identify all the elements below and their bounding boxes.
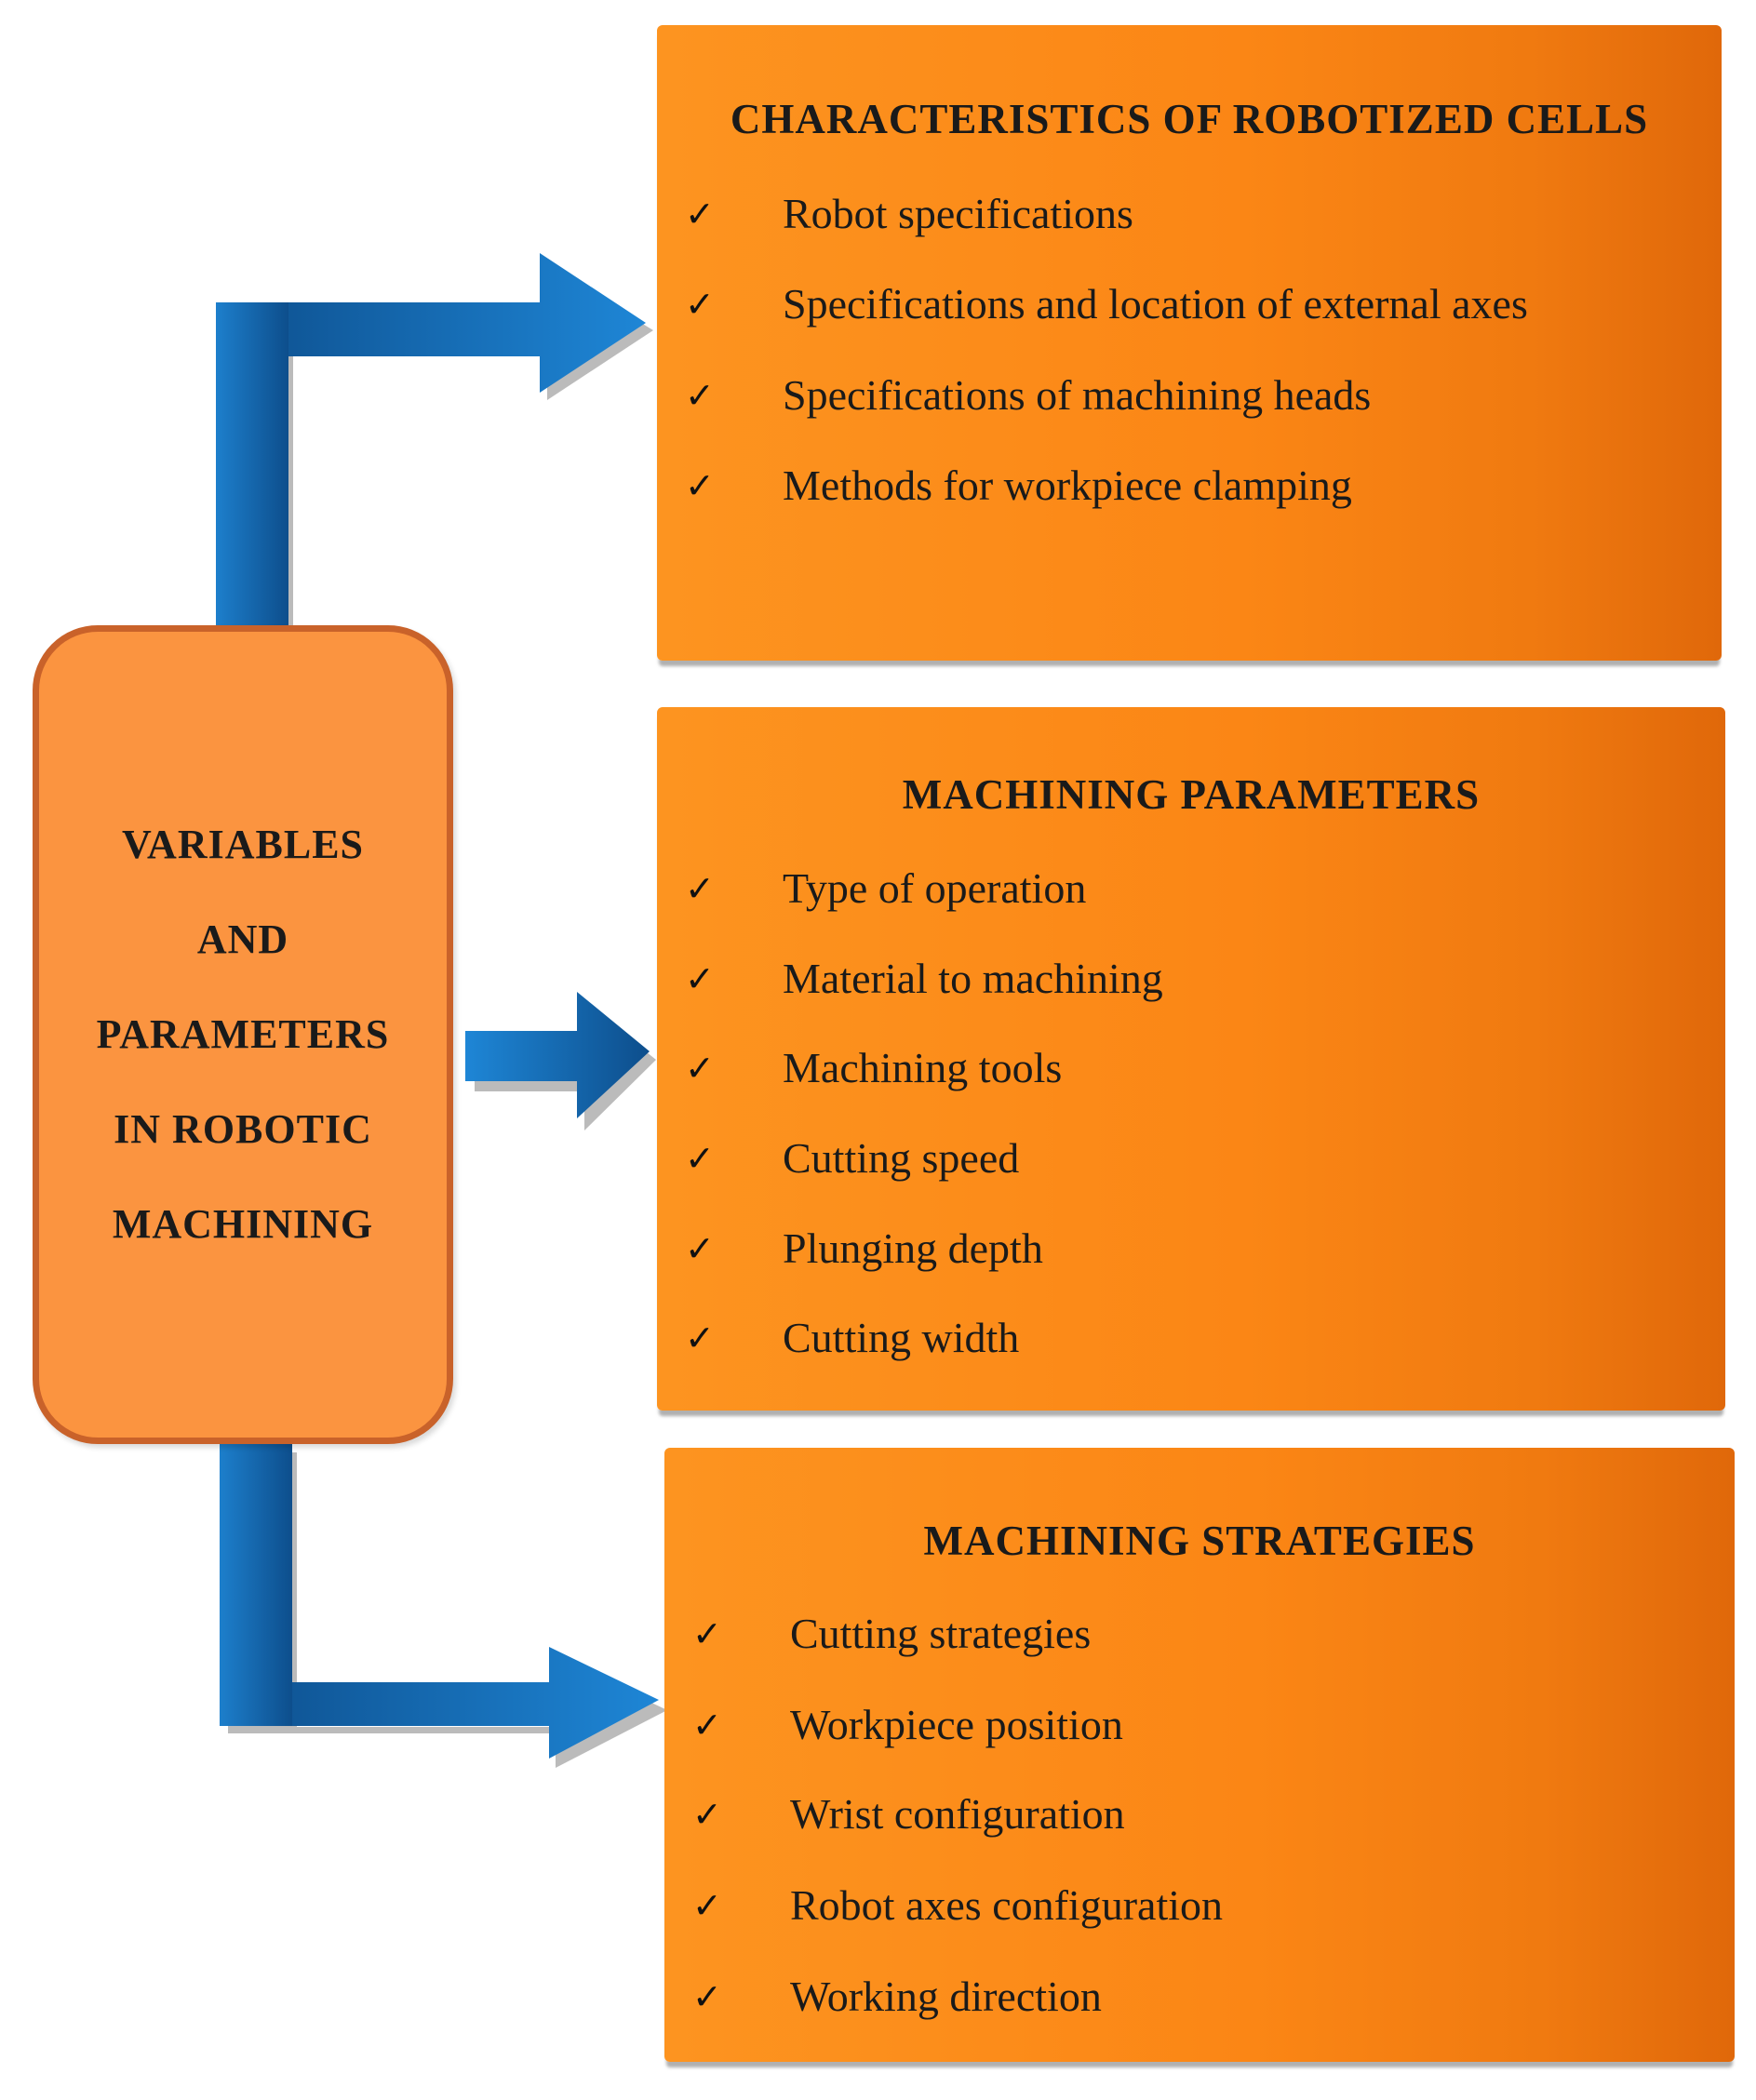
checkmark-icon: ✓	[685, 284, 715, 325]
checkmark-icon: ✓	[692, 1794, 722, 1835]
checkmark-icon: ✓	[685, 194, 715, 234]
central-topic-box: VARIABLES AND PARAMETERS IN ROBOTIC MACH…	[33, 625, 453, 1444]
checkmark-icon: ✓	[685, 465, 715, 506]
list-item-label: Robot specifications	[783, 190, 1133, 237]
list-item: ✓ Material to machining	[657, 951, 1725, 1007]
list-item-label: Material to machining	[783, 955, 1163, 1002]
list-item: ✓ Robot specifications	[657, 186, 1722, 242]
panel-title: MACHINING PARAMETERS	[902, 771, 1481, 818]
checkmark-icon: ✓	[692, 1613, 722, 1654]
list-item-label: Robot axes configuration	[790, 1881, 1224, 1929]
panel-machining-strategies: MACHINING STRATEGIES ✓ Cutting strategie…	[664, 1448, 1735, 2062]
checkmark-icon: ✓	[685, 868, 715, 909]
panel-title: MACHINING STRATEGIES	[923, 1518, 1476, 1564]
arrow-to-params	[465, 992, 656, 1130]
list-item-label: Wrist configuration	[790, 1790, 1125, 1838]
list-item-label: Cutting strategies	[790, 1610, 1092, 1657]
checkmark-icon: ✓	[685, 1048, 715, 1089]
list-item-label: Workpiece position	[790, 1701, 1123, 1748]
checkmark-icon: ✓	[685, 1138, 715, 1179]
checkmark-icon: ✓	[685, 958, 715, 999]
central-topic-line: MACHINING	[112, 1201, 374, 1247]
list-item-label: Cutting speed	[783, 1134, 1020, 1182]
list-item-label: Machining tools	[783, 1044, 1063, 1091]
list-item: ✓ Robot axes configuration	[664, 1878, 1735, 1933]
list-item: ✓ Working direction	[664, 1969, 1735, 2025]
panel-robotized-cells: CHARACTERISTICS OF ROBOTIZED CELLS ✓ Rob…	[657, 25, 1722, 661]
list-item: ✓ Machining tools	[657, 1040, 1725, 1096]
list-item: ✓ Cutting width	[657, 1310, 1725, 1366]
list-item: ✓ Cutting speed	[657, 1130, 1725, 1186]
list-item-label: Type of operation	[783, 864, 1087, 912]
list-item: ✓ Type of operation	[657, 861, 1725, 916]
list-item: ✓ Specifications of machining heads	[657, 368, 1722, 423]
checkmark-icon: ✓	[685, 375, 715, 416]
arrow-to-cells	[216, 253, 653, 639]
central-topic-line: IN ROBOTIC	[114, 1106, 372, 1152]
checkmark-icon: ✓	[685, 1318, 715, 1358]
list-item-label: Plunging depth	[783, 1224, 1043, 1272]
list-item: ✓ Wrist configuration	[664, 1786, 1735, 1842]
list-item-label: Working direction	[790, 1973, 1102, 2020]
arrow-to-strategies	[220, 1444, 667, 1768]
checkmark-icon: ✓	[692, 1705, 722, 1746]
list-item-label: Methods for workpiece clamping	[783, 461, 1352, 509]
central-topic-line: AND	[196, 916, 289, 962]
list-item: ✓ Workpiece position	[664, 1697, 1735, 1753]
checkmark-icon: ✓	[685, 1228, 715, 1269]
list-item-label: Specifications of machining heads	[783, 371, 1372, 419]
central-topic-line: PARAMETERS	[96, 1011, 390, 1057]
list-item: ✓ Methods for workpiece clamping	[657, 458, 1722, 514]
checkmark-icon: ✓	[692, 1976, 722, 2017]
list-item-label: Specifications and location of external …	[783, 280, 1528, 328]
list-item: ✓ Cutting strategies	[664, 1606, 1735, 1662]
central-topic-line: VARIABLES	[121, 822, 365, 867]
list-item: ✓ Plunging depth	[657, 1221, 1725, 1277]
panel-machining-parameters: MACHINING PARAMETERS ✓ Type of operation…	[657, 707, 1725, 1411]
checkmark-icon: ✓	[692, 1885, 722, 1926]
panel-title: CHARACTERISTICS OF ROBOTIZED CELLS	[730, 96, 1649, 142]
list-item: ✓ Specifications and location of externa…	[657, 276, 1722, 332]
list-item-label: Cutting width	[783, 1314, 1020, 1361]
